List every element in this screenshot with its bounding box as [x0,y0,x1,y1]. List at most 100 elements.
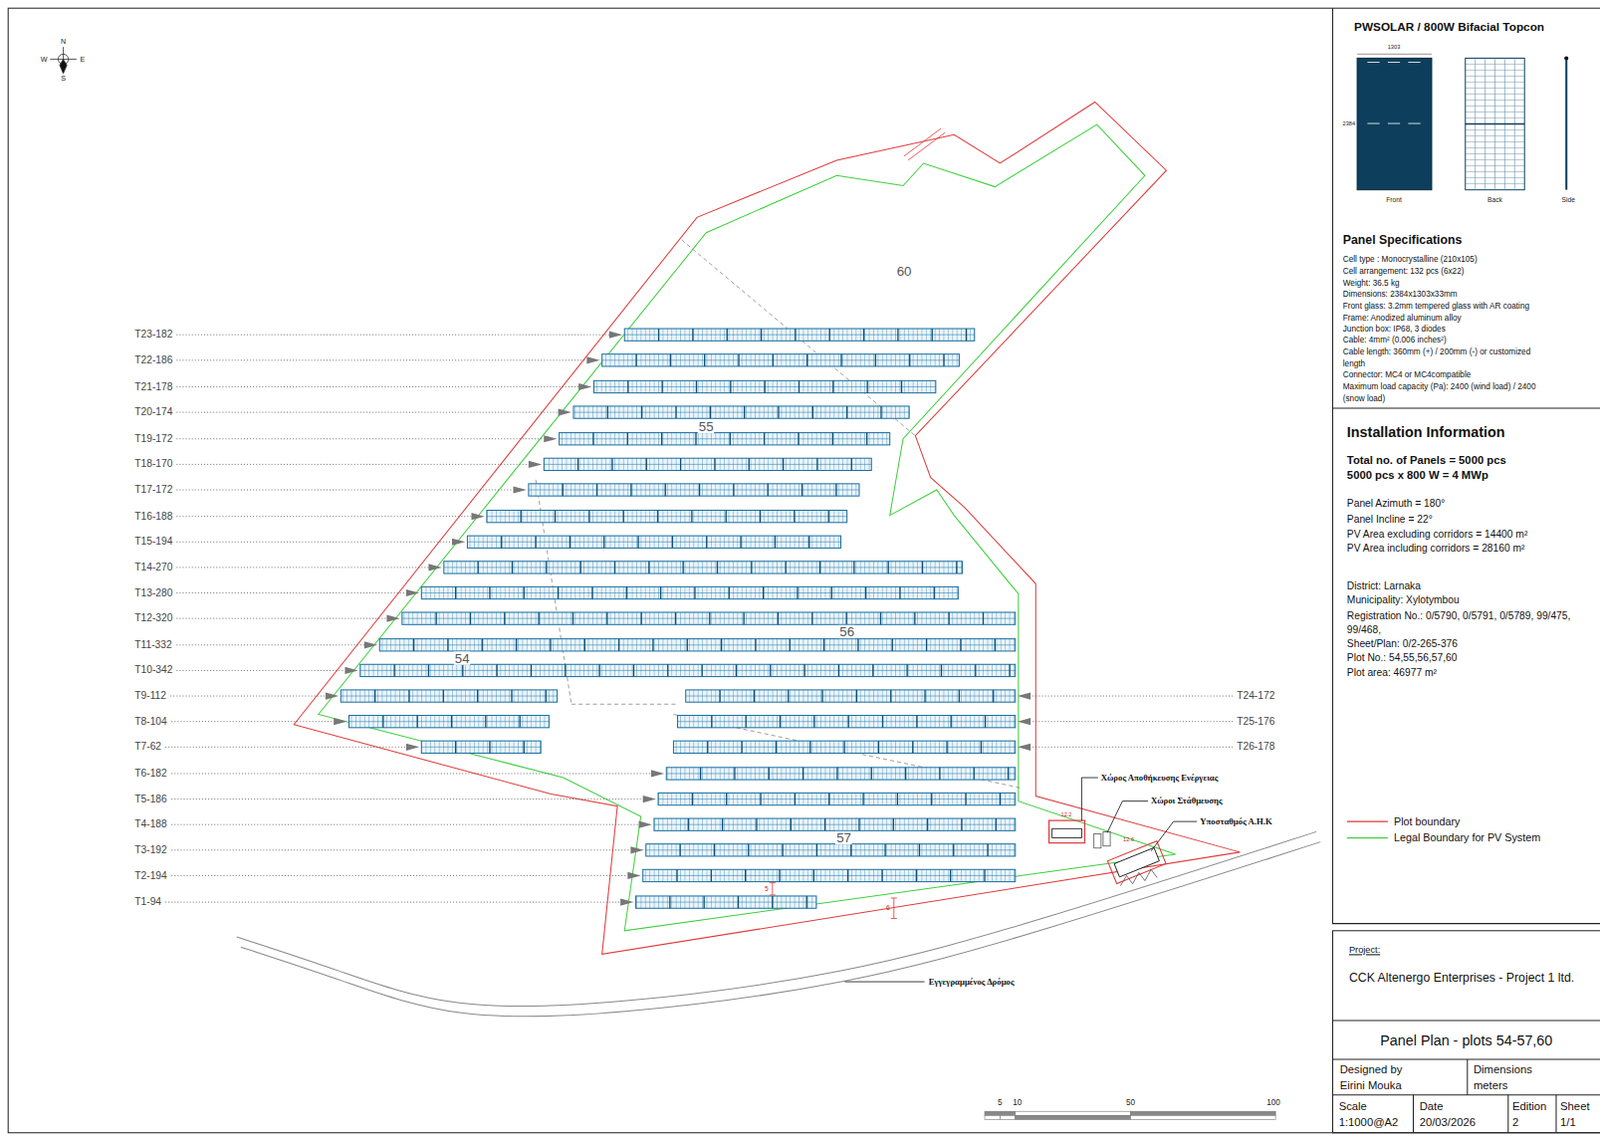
compass-letter: N [60,36,66,44]
view-caption: Front [1385,197,1402,205]
title-block-cell: Designed byEirini Mouka [1333,1059,1468,1096]
pv-row [643,869,1016,882]
field-caption: Sheet [1560,1100,1590,1114]
field-value: 1/1 [1560,1115,1577,1129]
field-value: Eirini Mouka [1340,1078,1402,1092]
field-value: 2 [1512,1115,1519,1129]
spec-line: Cell type : Monocrystalline (210x105) [1343,253,1478,266]
pv-row [636,896,817,909]
info-line: Plot No.: 54,55,56,57,60 [1347,652,1458,665]
info-line: PV Area excluding corridors = 14400 m² [1347,528,1528,541]
pv-row [573,406,910,419]
scale-text: 5 [997,1099,1003,1108]
pv-row [528,483,860,496]
compass-letter: S [60,74,66,82]
row-label: T7-62 [134,741,162,752]
row-label: T16-188 [134,511,173,522]
plot-boundary [293,102,1240,955]
spec-line: Weight: 36.5 kg [1343,276,1400,289]
row-label: T19-172 [134,434,173,445]
legend-text: Legal Boundary for PV System [1393,832,1541,844]
installation-panel: Installation InformationTotal no. of Pan… [1333,408,1600,924]
pv-row [543,457,872,470]
pv-row [466,535,841,548]
callout-label: Χώρος Αποθήκευσης Ενέργειας [1101,773,1219,783]
view-caption: Back [1487,197,1503,205]
drawing-frame [7,7,1600,1134]
row-label: T3-192 [134,845,167,856]
spec-line: Cable: 4mm² (0.006 inches²) [1343,334,1447,347]
row-label: T2-194 [134,870,167,881]
leader-line [1081,777,1197,852]
pv-row [559,433,891,446]
field-caption: Project: [1349,944,1380,956]
pv-row [658,792,1016,805]
row-label: T10-342 [134,665,173,676]
pv-rows [340,328,1015,909]
row-label: T8-104 [134,716,167,727]
row-label: T5-186 [134,793,167,804]
dimension-mark [769,883,898,919]
pv-row [379,639,1016,652]
title-block-cell: Dimensionsmeters [1467,1059,1600,1096]
legend-text: Plot boundary [1393,816,1460,828]
row-label: T18-170 [134,458,173,469]
pv-row [654,818,1016,831]
info-line: Panel Incline = 22° [1347,513,1433,526]
pv-row [646,844,1016,857]
panel-model-title: PWSOLAR / 800W Bifacial Topcon [1354,20,1545,35]
legend-samples [1347,821,1388,838]
legend-line-sample [1347,821,1388,823]
info-line: 5000 pcs x 800 W = 4 MWp [1347,467,1489,481]
info-line: Municipality: Xylotymbou [1347,594,1460,607]
row-leaders [165,331,1233,907]
info-line: Total no. of Panels = 5000 pcs [1347,454,1507,467]
plot-number: 55 [697,420,715,434]
title-block-cell: Project: CCK Altenergo Enterprises - Proj… [1333,930,1600,1021]
pv-row [593,380,935,393]
pv-row [678,715,1016,728]
row-label: T26-178 [1236,741,1275,752]
spec-line: Front glass: 3.2mm tempered glass with A… [1343,300,1530,313]
legend-line-sample [1347,837,1388,839]
row-label: T4-188 [134,819,167,830]
pv-row [421,586,958,599]
dimension-text: 5 [764,885,769,893]
row-label: T23-182 [134,329,173,340]
pv-row [602,354,960,367]
callout-label: Εγγεγραμμένος Δρόμος [928,977,1015,987]
field-value: 20/03/2026 [1419,1115,1476,1129]
spec-line: Junction box: IP68, 3 diodes [1343,323,1446,336]
info-line: PV Area including corridors = 28160 m² [1347,541,1526,554]
title-block-cell: Scale1:1000@A2 [1333,1095,1414,1134]
row-label: T15-194 [134,536,173,547]
row-label: T9-112 [134,690,167,701]
pv-row [624,328,975,341]
row-label: T25-176 [1236,716,1275,727]
pv-row [685,689,1016,702]
row-label: T17-172 [134,484,173,495]
title-block-cell: Edition2 [1508,1095,1557,1134]
site-objects [1049,820,1166,887]
plot-number: 54 [454,651,471,665]
specification-panel: PWSOLAR / 800W Bifacial TopconPanel Spec… [1333,7,1600,409]
row-label: T12-320 [134,613,173,624]
field-caption: Date [1419,1100,1444,1114]
info-line: Panel Azimuth = 180° [1347,497,1445,510]
scale-text: 100 [1266,1099,1281,1108]
pv-row [340,689,557,702]
compass-letter: W [40,55,48,63]
info-line: Sheet/Plan: 0/2-265-376 [1347,638,1458,651]
north-arrow [49,46,77,74]
field-caption: Designed by [1340,1063,1403,1077]
field-value: 1:1000@A2 [1339,1115,1399,1129]
plot-number: 57 [835,831,853,845]
spec-line: Frame: Anodized aluminum alloy [1343,311,1462,324]
row-label: T1-94 [134,897,162,908]
title-block-cell: Panel Plan - plots 54-57,60 [1333,1020,1600,1060]
project-name: CCK Altenergo Enterprises - Project 1 lt… [1349,971,1575,986]
pv-row [349,715,550,728]
info-line: District: Larnaka [1347,580,1421,593]
access-track [904,128,945,161]
